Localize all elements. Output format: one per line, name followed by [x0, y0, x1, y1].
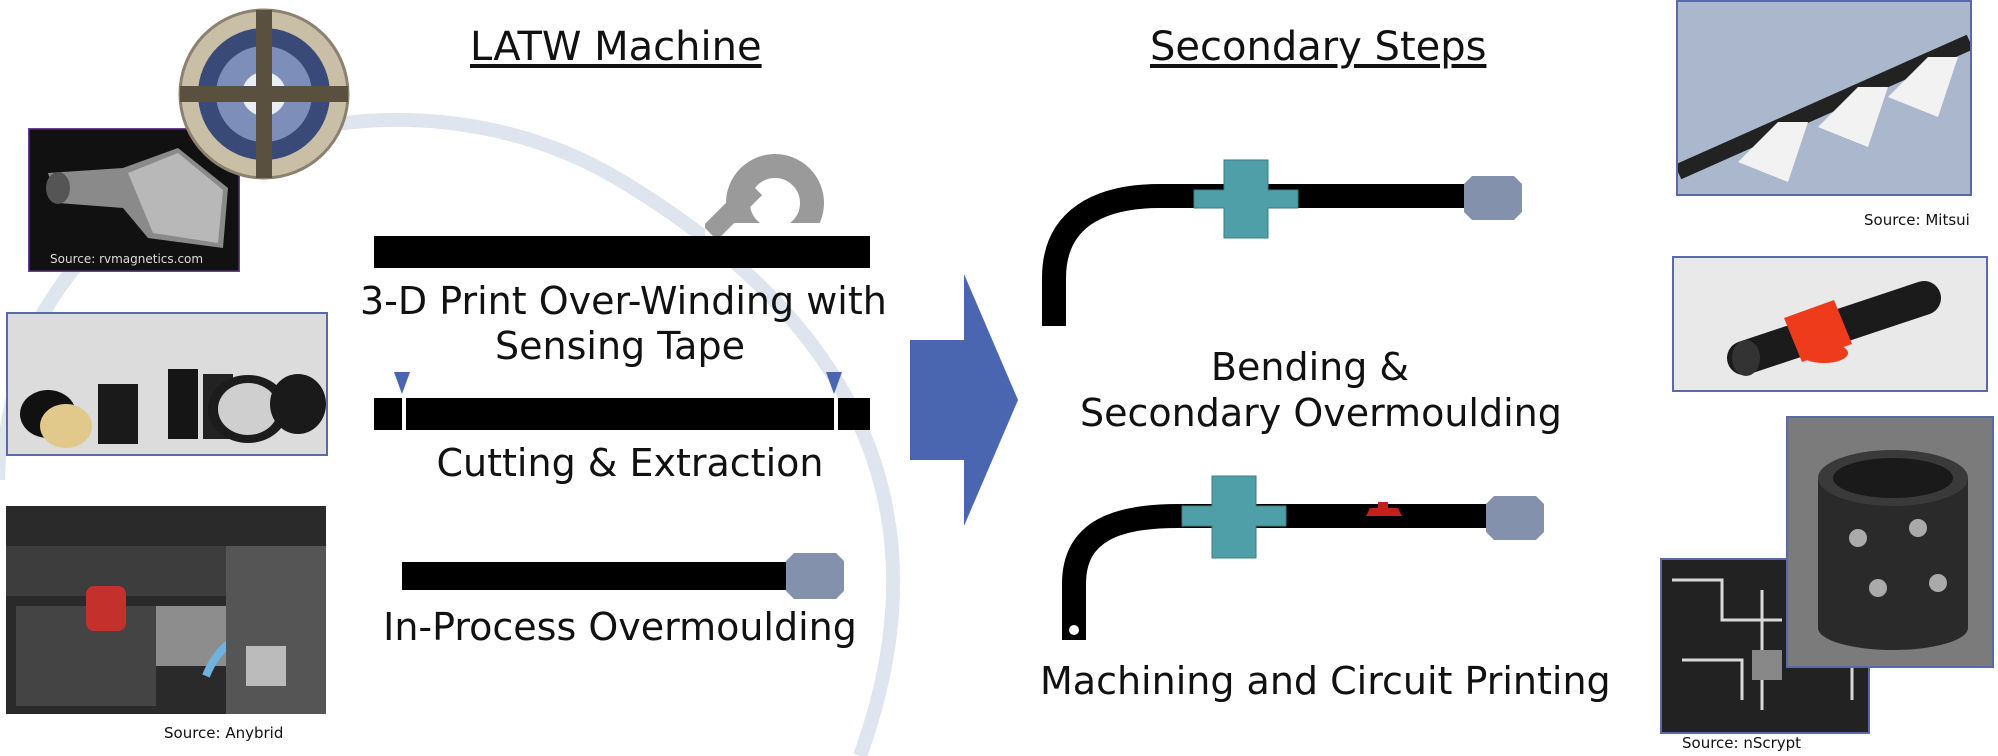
- print-step-label-line2: Sensing Tape: [495, 324, 745, 368]
- cut-marker-right-icon: [826, 372, 842, 394]
- source-anybrid: Source: Anybrid: [164, 724, 284, 742]
- machining-step-label: Machining and Circuit Printing: [1040, 659, 1611, 703]
- cutting-step-label: Cutting & Extraction: [436, 441, 824, 485]
- overmould-cap-icon: [786, 553, 844, 599]
- tubes-rings-photo: [6, 312, 328, 456]
- secondary-steps-heading: Secondary Steps: [1150, 24, 1487, 70]
- overmoulding-step-label: In-Process Overmoulding: [383, 605, 857, 649]
- overmould-bar: [402, 562, 792, 590]
- print-tape-bar: [374, 236, 870, 268]
- latw-machine-heading: LATW Machine: [470, 24, 762, 70]
- black-cylinder-photo: [1786, 416, 1994, 668]
- cut-marker-left-icon: [394, 372, 410, 394]
- cut-bar-right: [838, 398, 870, 430]
- source-nscrypt: Source: nScrypt: [1682, 734, 1802, 752]
- machined-tube-diagram: [1062, 475, 1544, 640]
- print-step-label-line1: 3-D Print Over-Winding with: [360, 279, 887, 323]
- motor-disc-photo: [178, 8, 350, 180]
- cut-bar-left: [374, 398, 402, 430]
- process-arrow-icon: [910, 274, 1018, 526]
- red-collar-tube-photo: [1672, 256, 1988, 392]
- cut-bar-middle: [406, 398, 834, 430]
- source-mitsui: Source: Mitsui: [1864, 211, 1970, 229]
- machine-photo: [6, 506, 326, 714]
- winding-spool-icon: [705, 154, 835, 243]
- bent-tube-diagram: [1042, 159, 1522, 326]
- bending-step-label-line2: Secondary Overmoulding: [1080, 391, 1562, 435]
- source-rvmagnetics: Source: rvmagnetics.com: [50, 252, 204, 266]
- bending-step-label-line1: Bending &: [1210, 345, 1410, 389]
- mitsui-clips-photo: [1676, 0, 1972, 196]
